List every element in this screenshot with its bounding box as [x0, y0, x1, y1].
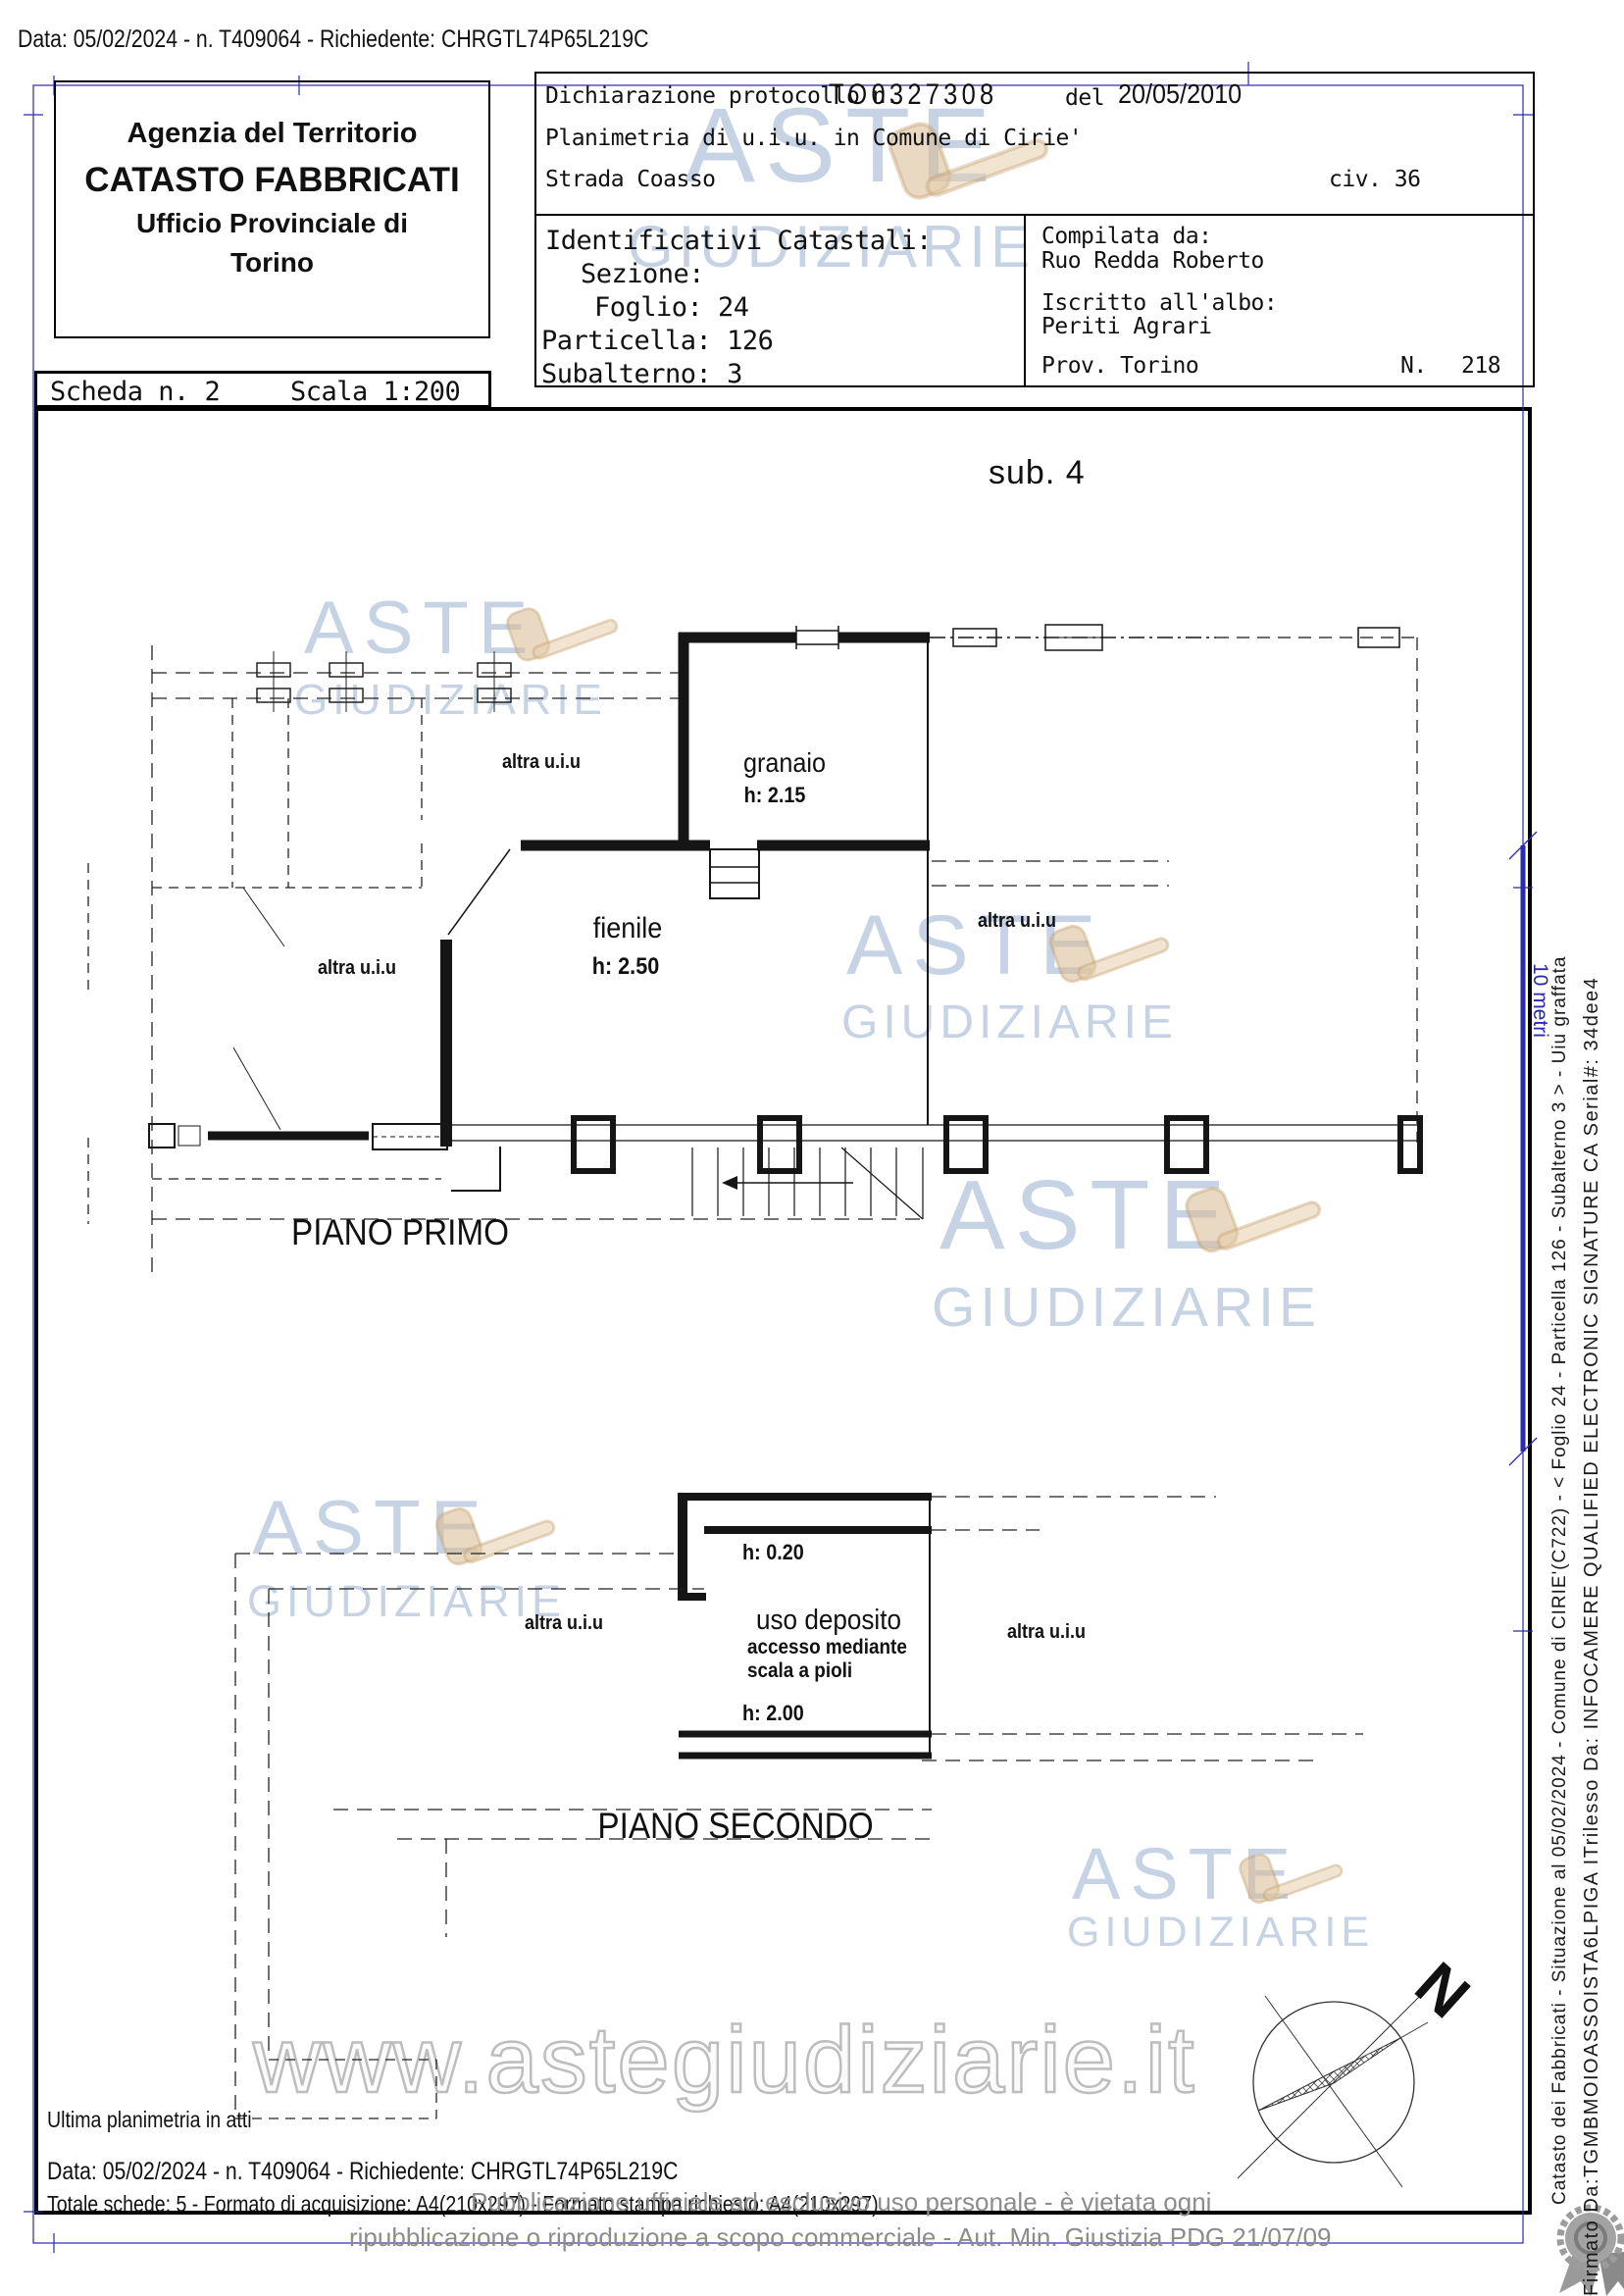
- room-height-fienile: h: 2.50: [591, 953, 660, 980]
- aste-watermark-plan2-topleft: ASTE GIUDIZIARIE: [247, 1483, 620, 1640]
- room-height-granaio: h: 2.15: [743, 783, 806, 807]
- floor1-title: PIANO PRIMO: [290, 1212, 510, 1252]
- compiler-albo: Periti Agrari: [1041, 314, 1212, 339]
- watermark-giudiziarie-text: GIUDIZIARIE: [294, 676, 608, 724]
- compiler-n-value: 218: [1461, 353, 1501, 379]
- room-label-altra-uiu: altra u.i.u: [317, 957, 397, 979]
- signature-sidebar-line: Firmato Da:TGMBMOIOASSOISTA6LPIGA ITrile…: [1581, 976, 1602, 2296]
- watermark-giudiziarie-text: GIUDIZIARIE: [628, 214, 1036, 280]
- room-label-altra-uiu: altra u.i.u: [524, 1612, 604, 1634]
- compiler-n-label: N.: [1400, 353, 1427, 379]
- disclaimer-line1: Pubblicazione ufficiale ad esclusivo uso…: [471, 2187, 1212, 2217]
- scheda-bar: Scheda n. 2 Scala 1:200: [34, 371, 491, 408]
- gavel-icon: [1048, 924, 1170, 984]
- room-label-altra-uiu: altra u.i.u: [1006, 1621, 1087, 1643]
- gavel-icon: [434, 1506, 556, 1566]
- signature-seal-icon: [1556, 2204, 1624, 2296]
- watermark-giudiziarie-text: GIUDIZIARIE: [1067, 1909, 1375, 1956]
- watermark-aste-text: ASTE: [939, 1160, 1236, 1270]
- agency-line2: CATASTO FABBRICATI: [84, 161, 460, 199]
- watermark-giudiziarie-text: GIUDIZIARIE: [247, 1576, 567, 1626]
- watermark-giudiziarie-text: GIUDIZIARIE: [932, 1276, 1322, 1339]
- catasto-sidebar-line: Catasto dei Fabbricati - Situazione al 0…: [1549, 955, 1570, 2205]
- room-label-granaio: granaio: [742, 747, 827, 778]
- request-data-line: Data: 05/02/2024 - n. T409064 - Richiede…: [18, 26, 649, 53]
- plan2-walls: [678, 1493, 932, 1760]
- agency-line1: Agenzia del Territorio: [127, 118, 418, 149]
- agency-header-box: Agenzia del Territorio CATASTO FABBRICAT…: [54, 80, 490, 338]
- room-height-top: h: 0.20: [742, 1540, 804, 1564]
- aste-watermark-plan1-right: ASTE GIUDIZIARIE: [841, 897, 1173, 1054]
- aste-watermark-plan1-bottom: ASTE GIUDIZIARIE: [932, 1159, 1344, 1346]
- aste-watermark-plan2-bottom: ASTE GIUDIZIARIE: [1067, 1832, 1381, 1969]
- agency-line4: Torino: [229, 247, 314, 278]
- room-label-uso-deposito: uso deposito: [755, 1605, 902, 1636]
- protocol-date: 20/05/2010: [1118, 78, 1243, 109]
- identifiers-particella: Particella: 126: [541, 326, 774, 356]
- identifiers-sezione: Sezione:: [581, 259, 705, 289]
- footer-totale: Totale schede: 5 - Formato di acquisizio…: [47, 2191, 879, 2217]
- identifiers-foglio: Foglio: 24: [594, 292, 749, 323]
- planimetria-line: Planimetria di u.i.u. in Comune di Cirie…: [545, 126, 1083, 151]
- room-access-line2: scala a pioli: [747, 1659, 853, 1682]
- plan1-dashed-boundaries: [87, 645, 1169, 1275]
- gavel-icon: [888, 122, 1049, 200]
- street-line: Strada Coasso: [545, 167, 716, 192]
- gavel-icon: [505, 607, 619, 662]
- protocol-label: Dichiarazione protocollo n.: [545, 83, 899, 109]
- compiler-albo-label: Iscritto all'albo:: [1041, 290, 1278, 316]
- protocol-number: TO0327308: [829, 78, 998, 111]
- protocol-del-label: del: [1065, 85, 1105, 111]
- watermark-aste-text: ASTE: [304, 587, 538, 670]
- room-label-altra-uiu: altra u.i.u: [977, 910, 1057, 932]
- declaration-box: [534, 72, 1535, 387]
- identifiers-subalterno: Subalterno: 3: [541, 359, 742, 389]
- scheda-number: Scheda n. 2: [50, 377, 221, 407]
- compass-rose-icon: [1237, 1985, 1431, 2188]
- footer-data-line: Data: 05/02/2024 - n. T409064 - Richiede…: [47, 2158, 679, 2185]
- plan-frame: [34, 407, 1532, 2215]
- aste-watermark-plan1-topleft: ASTE GIUDIZIARIE: [294, 586, 667, 742]
- room-height-deposito: h: 2.00: [742, 1701, 804, 1725]
- room-label-fienile: fienile: [592, 912, 663, 944]
- agency-line3: Ufficio Provinciale di: [136, 208, 408, 238]
- footer-ultima: Ultima planimetria in atti: [47, 2107, 252, 2132]
- scheda-scala: Scala 1:200: [290, 377, 461, 407]
- room-access-line1: accesso mediante: [747, 1636, 907, 1658]
- plan1-walls: [148, 624, 1423, 1220]
- plan2-dashed-boundaries: [234, 1496, 1363, 2119]
- identifiers-title: Identificativi Catastali:: [545, 226, 932, 256]
- declaration-divider: [534, 214, 1535, 216]
- compiler-label: Compilata da:: [1041, 224, 1212, 249]
- room-label-altra-uiu: altra u.i.u: [501, 751, 582, 773]
- compiler-prov: Prov. Torino: [1041, 353, 1199, 379]
- disclaimer-line2: ripubblicazione o riproduzione a scopo c…: [349, 2222, 1332, 2252]
- civ-number: civ. 36: [1329, 167, 1421, 192]
- compiler-name: Ruo Redda Roberto: [1041, 248, 1264, 274]
- aste-watermark-header: ASTE GIUDIZIARIE: [628, 83, 1089, 294]
- gavel-icon: [1239, 1853, 1344, 1904]
- declaration-vdivider: [1024, 214, 1026, 387]
- gavel-icon: [1185, 1187, 1322, 1253]
- sub-title: sub. 4: [989, 454, 1086, 491]
- watermark-giudiziarie-text: GIUDIZIARIE: [841, 996, 1179, 1048]
- floor2-title: PIANO SECONDO: [597, 1806, 874, 1846]
- scale-bar-label: 10 metri: [1529, 963, 1551, 1038]
